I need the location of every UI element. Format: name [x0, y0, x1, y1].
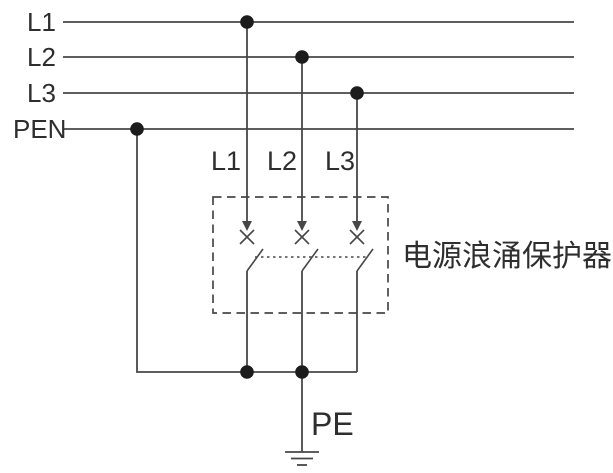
spd-element-icon [294, 229, 310, 245]
pen-conductor [136, 129, 357, 373]
arrow-down-icon [297, 221, 307, 231]
bus-label-pen: PEN [13, 114, 66, 144]
earth-ground-icon [285, 451, 319, 466]
bus-label-l1: L1 [27, 7, 56, 37]
spd-element-icon [239, 229, 255, 245]
branch-label-l3: L3 [325, 146, 355, 176]
bus-label-l3: L3 [27, 78, 56, 108]
spd-element-icon [349, 229, 365, 245]
junction-dot [240, 365, 254, 379]
junction-dot [130, 122, 144, 136]
junction-dot [295, 365, 309, 379]
disconnector-switch-l3 [356, 248, 374, 272]
pe-label: PE [311, 406, 354, 442]
bus-label-l2: L2 [27, 42, 56, 72]
arrow-down-icon [242, 221, 252, 231]
disconnector-switch-l1 [246, 248, 264, 272]
arrow-down-icon [352, 221, 362, 231]
device-label: 电源浪涌保护器 [402, 240, 612, 273]
junction-dot [350, 86, 364, 100]
junction-dot [240, 15, 254, 29]
disconnector-switch-l2 [301, 248, 319, 272]
junction-dot [295, 50, 309, 64]
spd-enclosure-box [212, 196, 389, 314]
branch-label-l2: L2 [267, 146, 297, 176]
branch-label-l1: L1 [211, 146, 241, 176]
